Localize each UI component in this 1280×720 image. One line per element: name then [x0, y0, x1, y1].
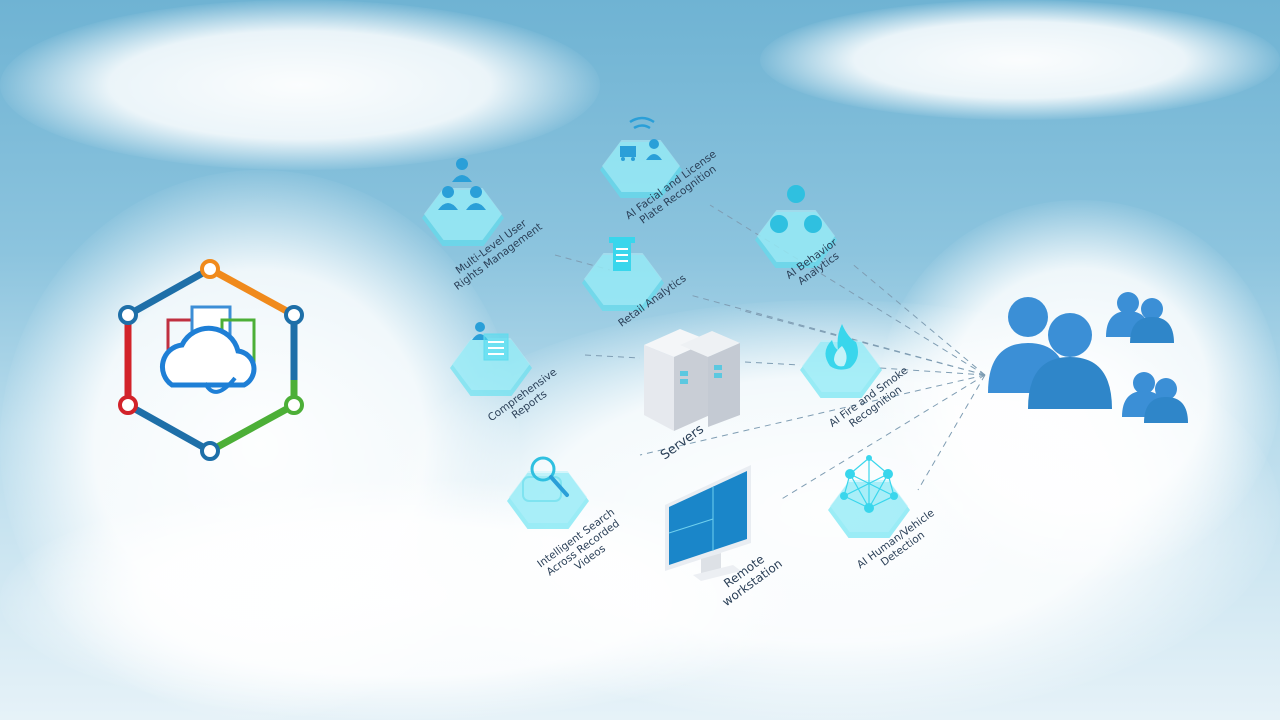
- receipt-icon: [609, 237, 635, 271]
- behavior-icon: [770, 185, 822, 233]
- monitor-icon: [665, 465, 751, 581]
- cloud: [760, 0, 1280, 120]
- flame-icon: [825, 324, 858, 370]
- network-nodes-icon: [840, 455, 898, 513]
- users-hierarchy-icon: [438, 158, 486, 210]
- server-icon: [644, 329, 740, 431]
- cloud: [0, 0, 600, 170]
- magnifier-icon: [522, 456, 569, 502]
- report-icon: [472, 322, 509, 361]
- users-group-icon: [988, 292, 1188, 423]
- truck-person-wifi-icon: [620, 116, 662, 161]
- cloud-platform-logo: [118, 259, 304, 461]
